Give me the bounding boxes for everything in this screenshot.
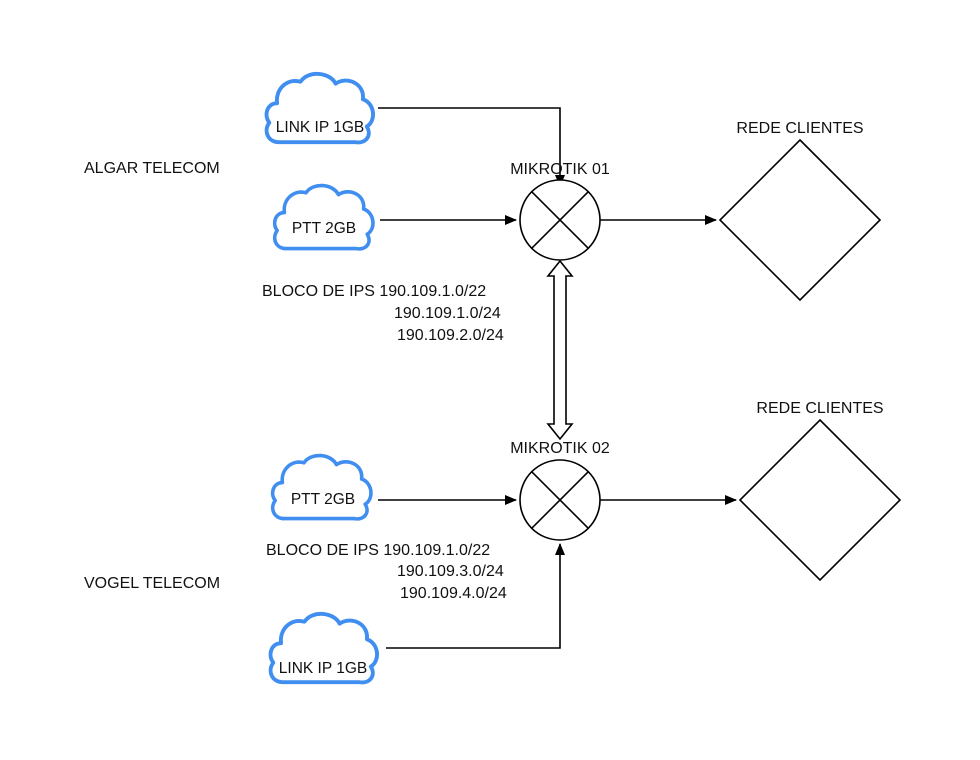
provider-label-bottom: VOGEL TELECOM — [84, 575, 220, 592]
interconnect-double-arrow — [546, 259, 574, 441]
ip-block-top-ip-1: 190.109.1.0/22 — [379, 283, 486, 300]
cloud-shape-bottom-ptt — [270, 453, 373, 521]
cloud-bottom-ptt: PTT 2GB — [270, 453, 373, 521]
cloud-label-top-link: LINK IP 1GB — [276, 119, 364, 136]
ip-block-top-prefix: BLOCO DE IPS — [262, 283, 375, 300]
cloud-label-bottom-link: LINK IP 1GB — [279, 660, 367, 677]
ip-block-top-line-1: BLOCO DE IPS 190.109.1.0/22 — [262, 283, 486, 300]
clients-label-top: REDE CLIENTES — [736, 120, 863, 137]
cloud-bottom-link: LINK IP 1GB — [271, 614, 377, 683]
ip-block-bottom-ip-2: 190.109.3.0/24 — [397, 563, 504, 580]
ip-block-bottom-prefix: BLOCO DE IPS — [266, 542, 379, 559]
router-mikrotik02 — [519, 459, 601, 541]
ip-block-bottom-ip-1: 190.109.1.0/22 — [383, 542, 490, 559]
router-mikrotik01 — [519, 179, 601, 261]
connector-bottom-link-to-mikrotik02 — [386, 543, 565, 649]
clients-label-bottom: REDE CLIENTES — [756, 400, 883, 417]
ip-block-bottom-line-1: BLOCO DE IPS 190.109.1.0/22 — [266, 542, 490, 559]
router-label-mikrotik02: MIKROTIK 02 — [510, 440, 610, 457]
clients-diamond-bottom — [738, 418, 902, 582]
ip-block-top-ip-3: 190.109.2.0/24 — [397, 327, 504, 344]
cloud-top-ptt: PTT 2GB — [272, 183, 375, 251]
cloud-shape-top-ptt — [272, 183, 375, 251]
cloud-label-top-ptt: PTT 2GB — [292, 220, 356, 237]
cloud-top-link: LINK IP 1GB — [267, 74, 373, 143]
provider-label-top: ALGAR TELECOM — [84, 160, 220, 177]
connector-top-link-to-mikrotik01 — [378, 107, 565, 187]
clients-diamond-top — [718, 138, 882, 302]
ip-block-bottom-ip-3: 190.109.4.0/24 — [400, 585, 507, 602]
cloud-label-bottom-ptt: PTT 2GB — [291, 491, 355, 508]
ip-block-top-ip-2: 190.109.1.0/24 — [394, 305, 501, 322]
router-label-mikrotik01: MIKROTIK 01 — [510, 161, 610, 178]
